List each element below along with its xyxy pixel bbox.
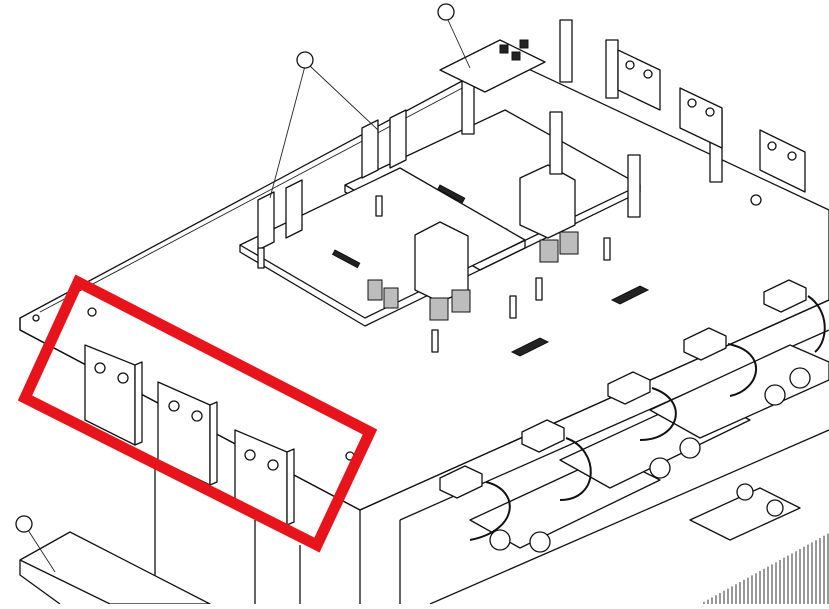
terminal-plates <box>84 344 295 526</box>
callout-balloon-bottom <box>15 515 33 533</box>
highlight-box <box>17 274 378 553</box>
power-modules <box>469 344 829 553</box>
gate-wires <box>469 295 826 541</box>
bottom-callout <box>15 515 33 533</box>
gate-connectors <box>439 279 807 499</box>
pcb-front-components <box>257 179 471 321</box>
callout-balloon-top <box>437 3 455 21</box>
top-callout <box>437 3 455 21</box>
callout-leaders <box>27 19 471 573</box>
callout-balloon-left <box>296 51 314 69</box>
terminal-plate-3 <box>234 429 295 526</box>
terminal-plate-1 <box>84 344 143 446</box>
lower-left-bracket <box>19 531 211 605</box>
control-pcb-front <box>239 167 526 327</box>
pcb-rear-components <box>361 109 579 263</box>
pcb-standoffs <box>257 195 611 353</box>
top-connector-board <box>439 39 546 93</box>
upper-terminal-tabs <box>617 49 806 193</box>
heatsink-fins <box>703 533 829 604</box>
left-callout <box>296 51 314 69</box>
